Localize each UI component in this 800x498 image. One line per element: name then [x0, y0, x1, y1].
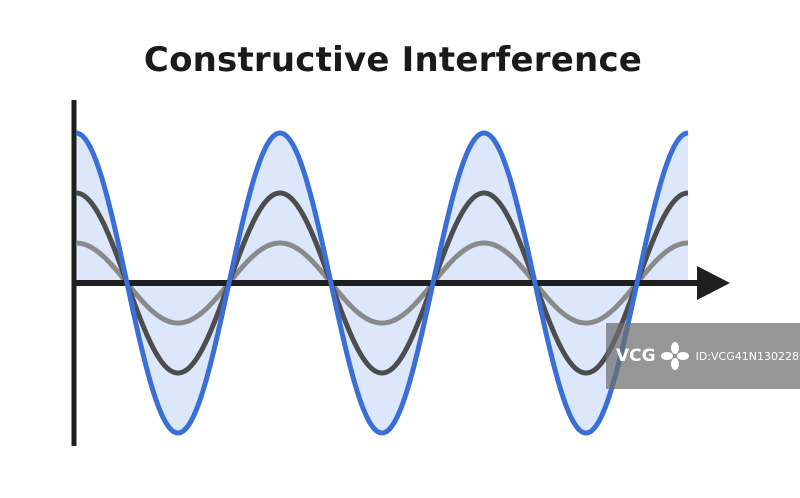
watermark-id: ID:VCG41N1302280275: [695, 349, 800, 363]
diagram-title: Constructive Interference: [143, 40, 643, 80]
watermark: VCG ID:VCG41N1302280275: [606, 323, 800, 389]
arrow-right-icon: [697, 266, 730, 300]
flower-icon: [660, 342, 689, 370]
wave-component-a: [75, 190, 689, 376]
wave-component-b: [75, 240, 689, 326]
wave-resultant: [75, 130, 689, 436]
watermark-logo-text: VCG: [616, 346, 656, 366]
watermark-logo: VCG: [616, 341, 690, 371]
